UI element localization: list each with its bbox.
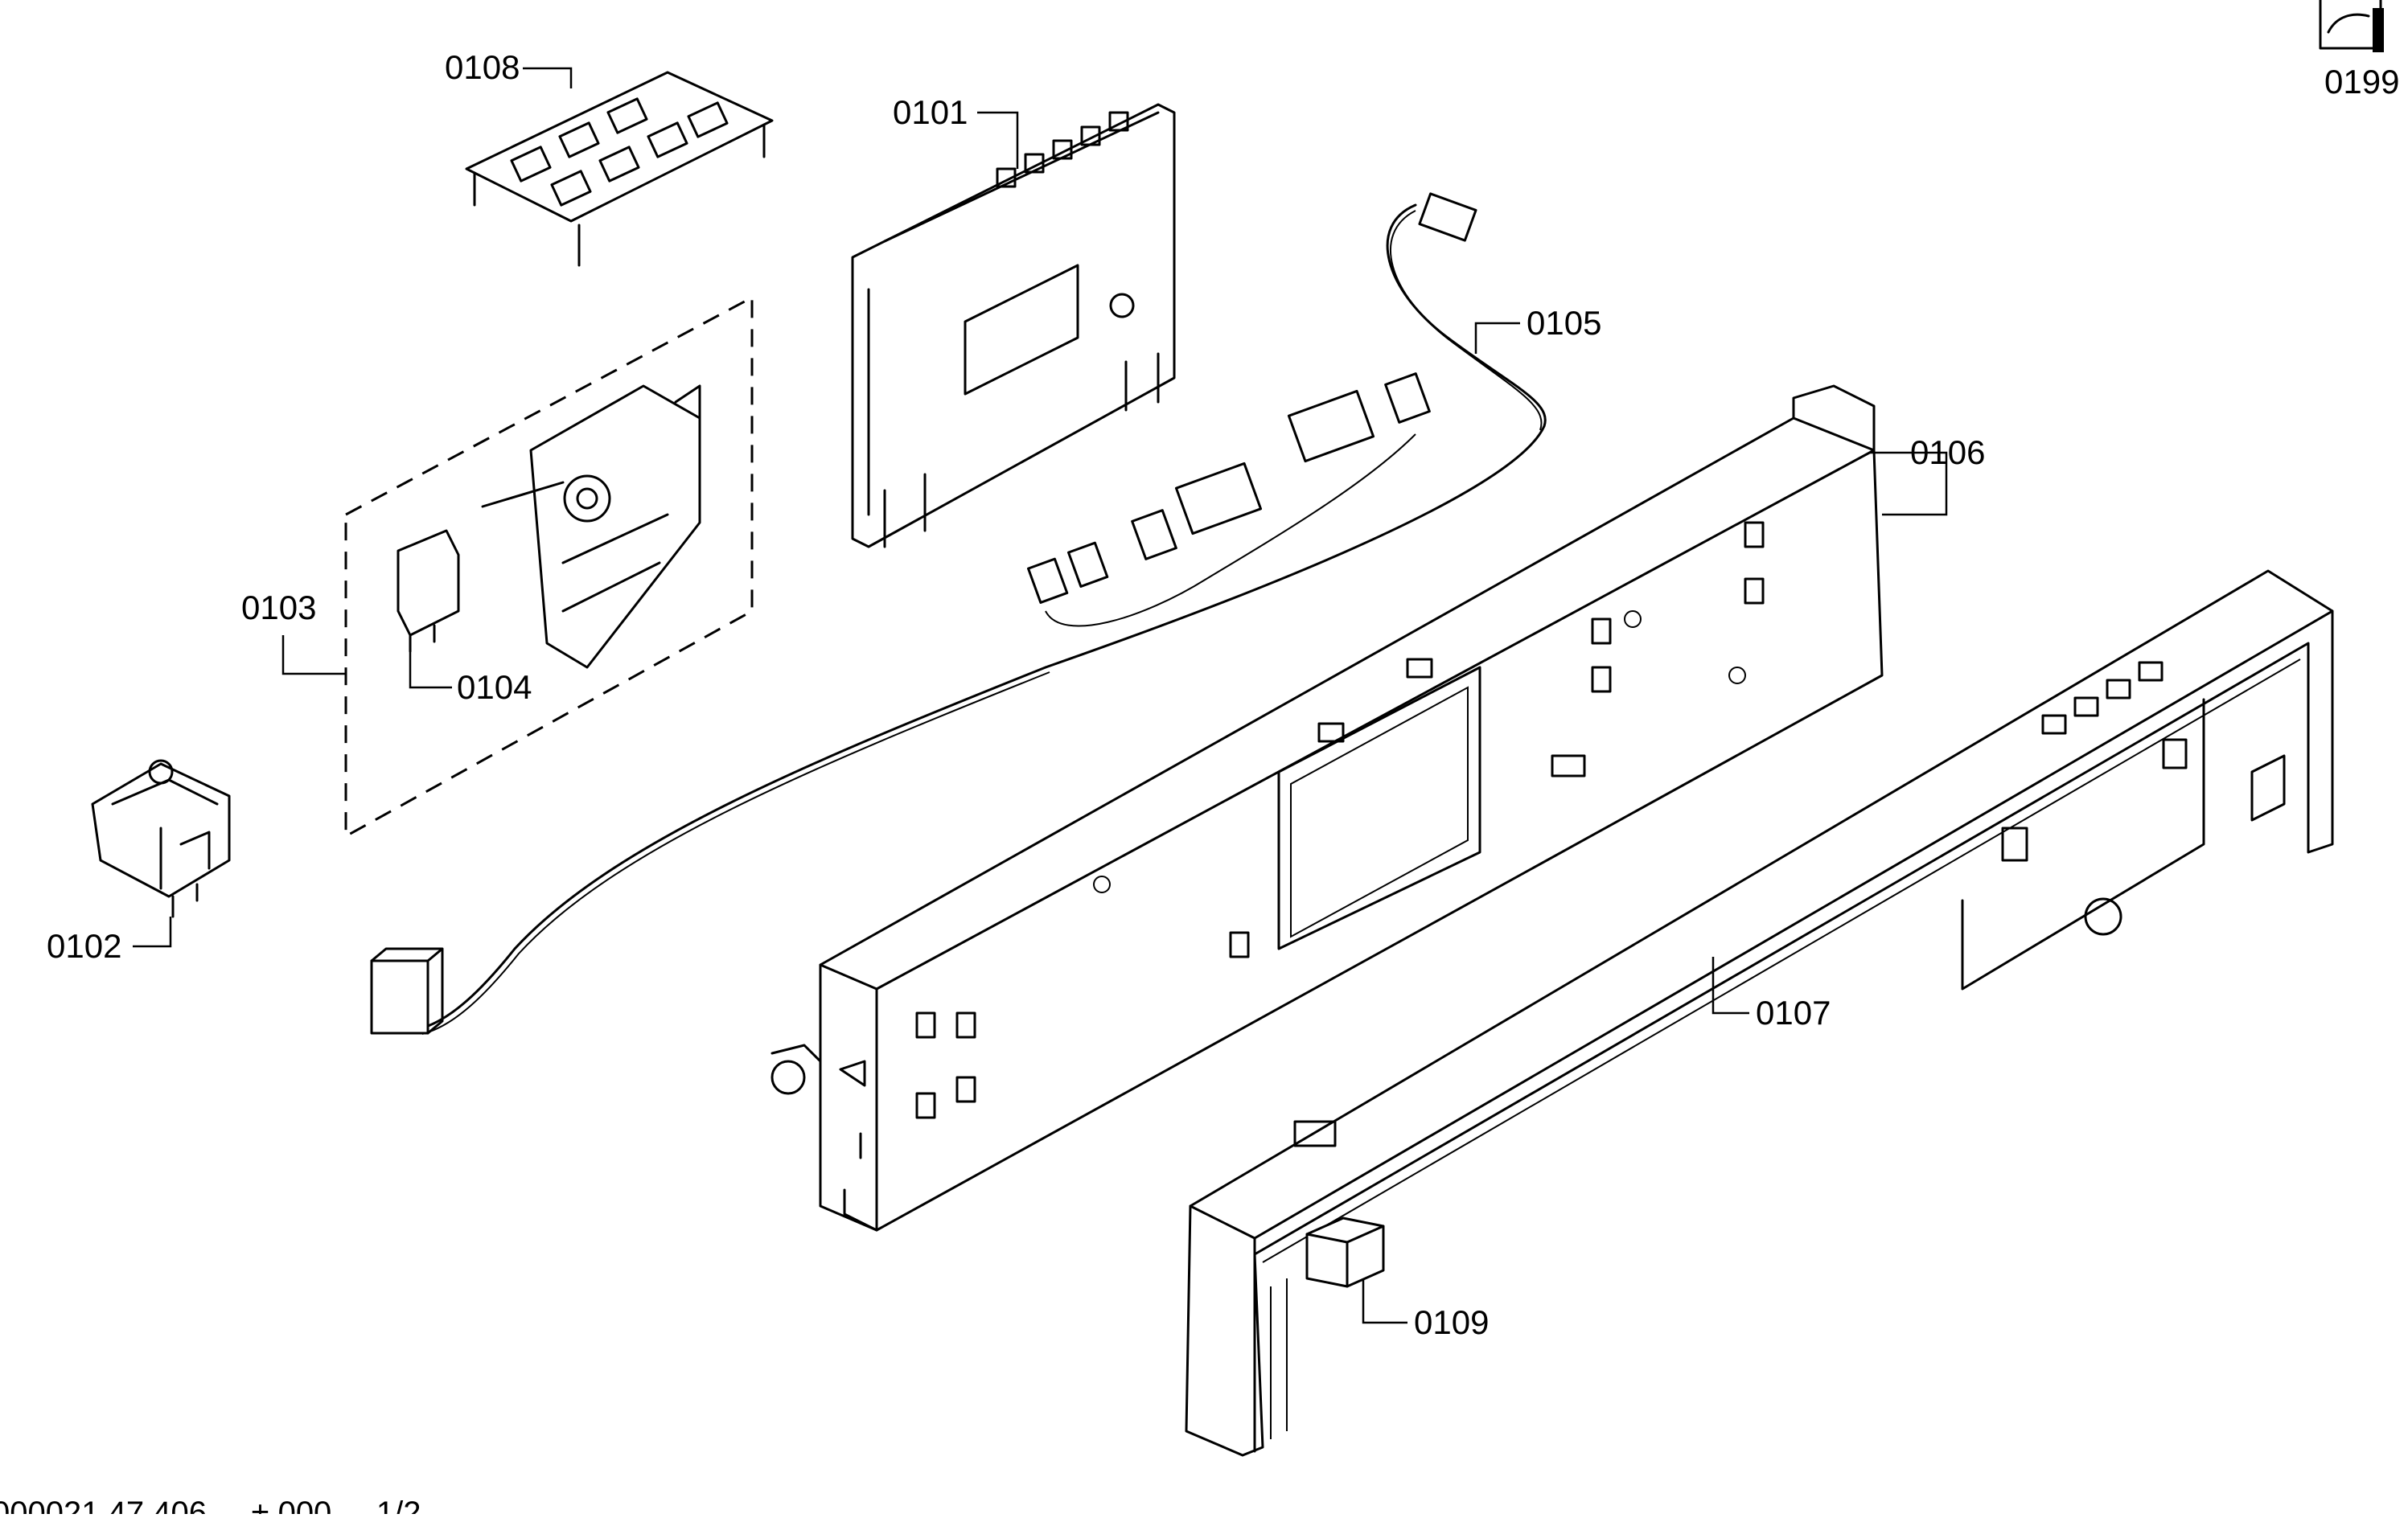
label-0199: 0199: [2324, 63, 2399, 101]
part-0102-switch: [91, 759, 231, 918]
part-labels: 0108 0101 0105 0106 0103 0104 0102 0107 …: [47, 48, 2399, 1341]
part-0107-front-bezel: [1185, 569, 2334, 1457]
part-0106-panel-frame: [770, 384, 1884, 1232]
part-0109-clip: [1305, 1216, 1385, 1288]
part-0103-door-lock-assembly: [344, 295, 754, 839]
part-0199-symbol: [2319, 0, 2384, 52]
label-0107: 0107: [1756, 994, 1831, 1032]
part-0108-keypad-mat: [465, 71, 774, 267]
part-0101-control-board: [851, 103, 1176, 548]
label-0105: 0105: [1527, 304, 1601, 342]
label-0102: 0102: [47, 927, 121, 965]
label-0104: 0104: [457, 668, 532, 706]
label-0108: 0108: [445, 48, 520, 86]
footer-reference: 000021 47 406 ... ± 000 ... 1/2: [0, 1495, 421, 1514]
label-0106: 0106: [1910, 433, 1985, 471]
label-0101: 0101: [893, 93, 968, 131]
label-0109: 0109: [1414, 1303, 1489, 1341]
part-0105-wiring-harness: [370, 192, 1547, 1035]
part-0104-component: [397, 529, 460, 653]
label-0103: 0103: [241, 589, 316, 626]
leader-lines: [133, 67, 1948, 1324]
